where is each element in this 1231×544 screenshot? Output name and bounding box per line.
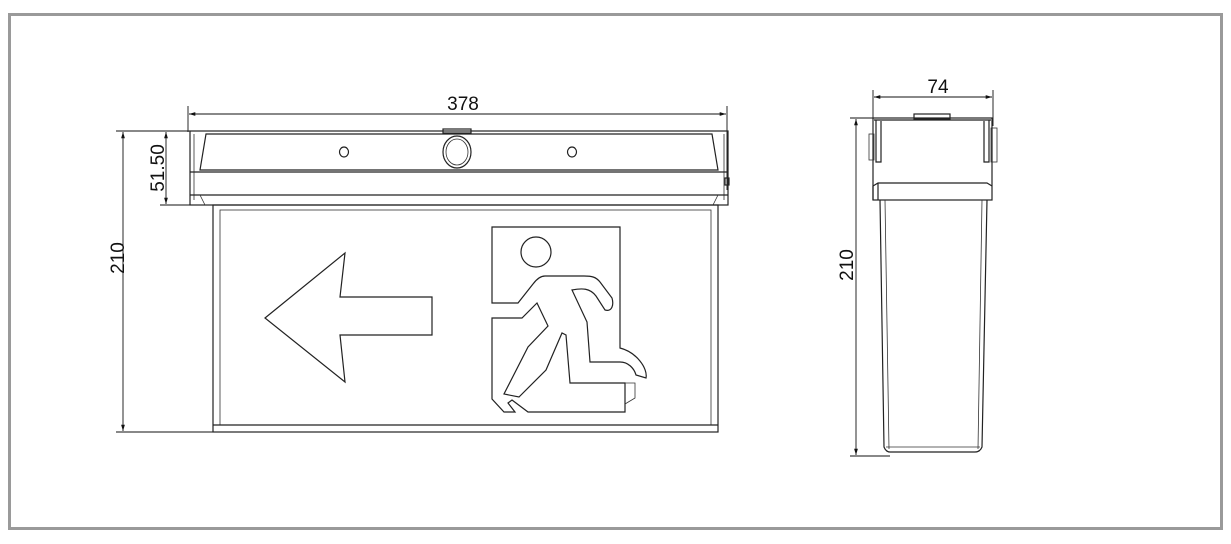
front-view: 378 210 51.50	[108, 94, 730, 433]
height-dimension: 210	[108, 130, 215, 433]
housing-height-dimension: 51.50	[148, 132, 196, 206]
side-height-label: 210	[837, 249, 858, 281]
width-dimension: 378	[187, 94, 728, 190]
side-housing	[868, 113, 998, 453]
height-label: 210	[108, 242, 129, 274]
drawing-frame	[8, 13, 1223, 530]
side-height-dimension: 210	[837, 117, 890, 457]
housing-height-label: 51.50	[148, 144, 169, 192]
screw-hole	[566, 146, 578, 158]
running-man-exit-icon	[491, 226, 647, 413]
screw-hole	[338, 146, 350, 158]
width-label: 378	[447, 94, 479, 115]
side-view: 74 210	[837, 77, 998, 457]
housing	[189, 128, 730, 206]
sign-panel	[212, 204, 719, 433]
arrow-left-icon	[264, 251, 433, 384]
depth-dimension: 74	[872, 77, 994, 126]
depth-label: 74	[927, 77, 949, 98]
